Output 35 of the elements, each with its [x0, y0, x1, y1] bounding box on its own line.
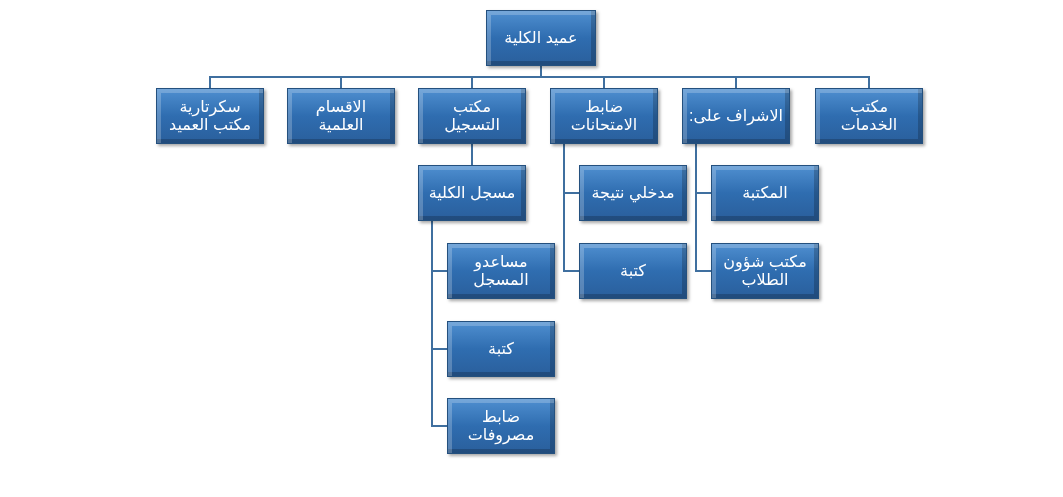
- org-box: [815, 88, 923, 144]
- box-label: مكتب التسجيل: [443, 97, 501, 135]
- org-box: [711, 165, 819, 221]
- connector-line: [540, 65, 870, 89]
- org-box: [550, 88, 658, 144]
- connector-line: [471, 143, 473, 166]
- org-box: [682, 88, 790, 144]
- box-label: سكرتارية مكتب العميد: [168, 97, 252, 135]
- box-label: كتبة: [620, 261, 646, 281]
- box-label: مساعدو المسجل: [472, 252, 530, 290]
- box-label: ضابط الامتحانات: [569, 97, 639, 135]
- box-label: عميد الكلية: [504, 28, 578, 48]
- org-box: [486, 10, 596, 66]
- org-box: [418, 88, 526, 144]
- box-label: كتبة: [488, 339, 514, 359]
- org-box: [447, 321, 555, 377]
- org-box: [579, 165, 687, 221]
- connector-line: [695, 143, 712, 272]
- box-label: مسجل الكلية: [428, 183, 516, 203]
- org-box: [711, 243, 819, 299]
- box-label: مدخلي نتيجة: [591, 183, 675, 203]
- box-label: الاشراف على:: [689, 106, 783, 126]
- box-label: مكتب شؤون الطلاب: [722, 252, 808, 290]
- org-box: [447, 398, 555, 454]
- box-label: الاقسام العلمية: [314, 97, 368, 135]
- org-box: [447, 243, 555, 299]
- org-box: [287, 88, 395, 144]
- org-box: [418, 165, 526, 221]
- connector-line: [431, 220, 448, 427]
- org-box: [156, 88, 264, 144]
- org-box: [579, 243, 687, 299]
- connector-line: [563, 143, 580, 272]
- box-label: المكتبة: [742, 183, 788, 203]
- box-label: ضابط مصروفات: [466, 407, 536, 445]
- box-label: مكتب الخدمات: [839, 97, 899, 135]
